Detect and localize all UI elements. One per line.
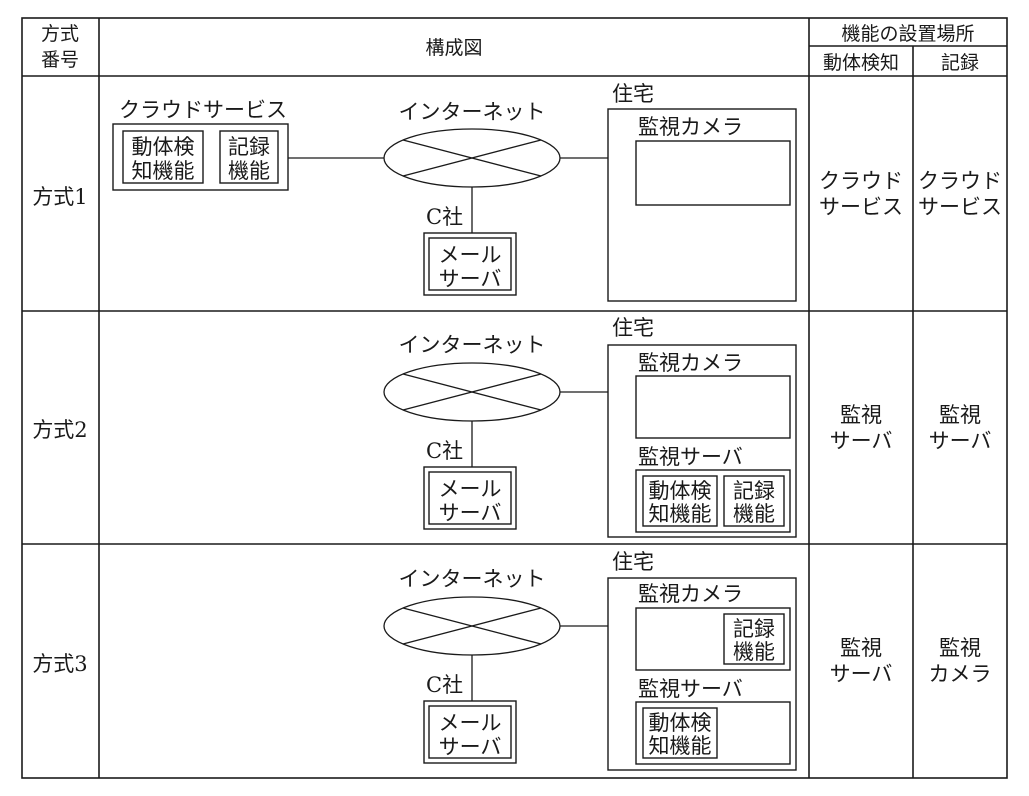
mail-server-line1: メール xyxy=(439,477,502,501)
internet-icon xyxy=(383,362,561,422)
record-function-line1: 記録 xyxy=(733,479,775,503)
motion-location-line2: サービス xyxy=(819,195,903,219)
camera-label: 監視カメラ xyxy=(638,115,743,139)
record-function-line2: 機能 xyxy=(228,159,270,183)
mail-server-line2: サーバ xyxy=(439,501,502,525)
mail-server-line2: サーバ xyxy=(439,267,502,291)
mail-server-inner-box xyxy=(428,705,512,759)
header-motion-detection: 動体検知 xyxy=(823,52,899,74)
header-config-diagram: 構成図 xyxy=(425,37,482,59)
mail-server-line2: サーバ xyxy=(439,735,502,759)
record-function-line2: 機能 xyxy=(733,640,775,664)
record-location-line2: カメラ xyxy=(929,662,992,686)
motion-function-line2: 知機能 xyxy=(649,734,712,758)
record-location-line2: サービス xyxy=(918,195,1002,219)
motion-function-line2: 知機能 xyxy=(132,159,195,183)
record-function-box xyxy=(723,613,785,665)
header-recording: 記録 xyxy=(941,52,979,74)
header-method-no-line1: 方式 xyxy=(41,23,79,45)
record-location-line1: クラウド xyxy=(918,169,1002,193)
row-method-2: 方式2 インターネット C社 メール サーバ 住宅 監視カメラ 監視サーバ 動体… xyxy=(32,316,992,538)
motion-function-line1: 動体検 xyxy=(132,135,195,159)
house-label: 住宅 xyxy=(612,316,654,340)
internet-label: インターネット xyxy=(399,567,546,591)
monitor-server-label: 監視サーバ xyxy=(638,445,743,469)
internet-icon xyxy=(383,128,561,188)
record-location-line1: 監視 xyxy=(939,403,981,427)
monitor-server-label: 監視サーバ xyxy=(638,677,743,701)
record-function-line1: 記録 xyxy=(733,617,775,641)
motion-function-line1: 動体検 xyxy=(649,479,712,503)
company-c-label: C社 xyxy=(426,205,463,229)
row-method-1: 方式1 クラウドサービス 動体検 知機能 記録 機能 インターネット C社 メー… xyxy=(32,82,1002,302)
motion-function-box xyxy=(642,475,718,527)
mail-server-inner-box xyxy=(428,237,512,291)
header-placement: 機能の設置場所 xyxy=(841,23,974,45)
record-function-box xyxy=(723,475,785,527)
record-location-line1: 監視 xyxy=(939,636,981,660)
motion-function-line1: 動体検 xyxy=(649,711,712,735)
table-border xyxy=(21,17,1008,779)
record-function-box xyxy=(219,130,279,184)
motion-location-line2: サーバ xyxy=(830,662,893,686)
motion-function-box xyxy=(642,707,718,759)
camera-label: 監視カメラ xyxy=(638,582,743,606)
motion-location-line1: クラウド xyxy=(819,169,903,193)
motion-function-line2: 知機能 xyxy=(649,502,712,526)
internet-label: インターネット xyxy=(399,100,546,124)
record-function-line2: 機能 xyxy=(733,502,775,526)
internet-icon xyxy=(383,596,561,656)
internet-label: インターネット xyxy=(399,333,546,357)
house-label: 住宅 xyxy=(612,550,654,574)
camera-box xyxy=(635,140,791,206)
header-method-no-line2: 番号 xyxy=(41,49,79,71)
company-c-label: C社 xyxy=(426,673,463,697)
camera-box xyxy=(635,375,791,439)
camera-label: 監視カメラ xyxy=(638,351,743,375)
method-label: 方式3 xyxy=(32,652,87,676)
mail-server-line1: メール xyxy=(439,711,502,735)
mail-server-line1: メール xyxy=(439,243,502,267)
method-label: 方式1 xyxy=(32,185,87,209)
record-function-line1: 記録 xyxy=(228,135,270,159)
method-label: 方式2 xyxy=(32,418,87,442)
row-method-3: 方式3 インターネット C社 メール サーバ 住宅 監視カメラ 記録 機能 監視… xyxy=(32,550,992,771)
motion-function-box xyxy=(122,130,204,184)
motion-location-line1: 監視 xyxy=(840,636,882,660)
cloud-service-label: クラウドサービス xyxy=(119,98,287,122)
mail-server-inner-box xyxy=(428,471,512,525)
record-location-line2: サーバ xyxy=(929,429,992,453)
house-label: 住宅 xyxy=(612,82,654,106)
motion-location-line2: サーバ xyxy=(830,429,893,453)
motion-location-line1: 監視 xyxy=(840,403,882,427)
company-c-label: C社 xyxy=(426,439,463,463)
